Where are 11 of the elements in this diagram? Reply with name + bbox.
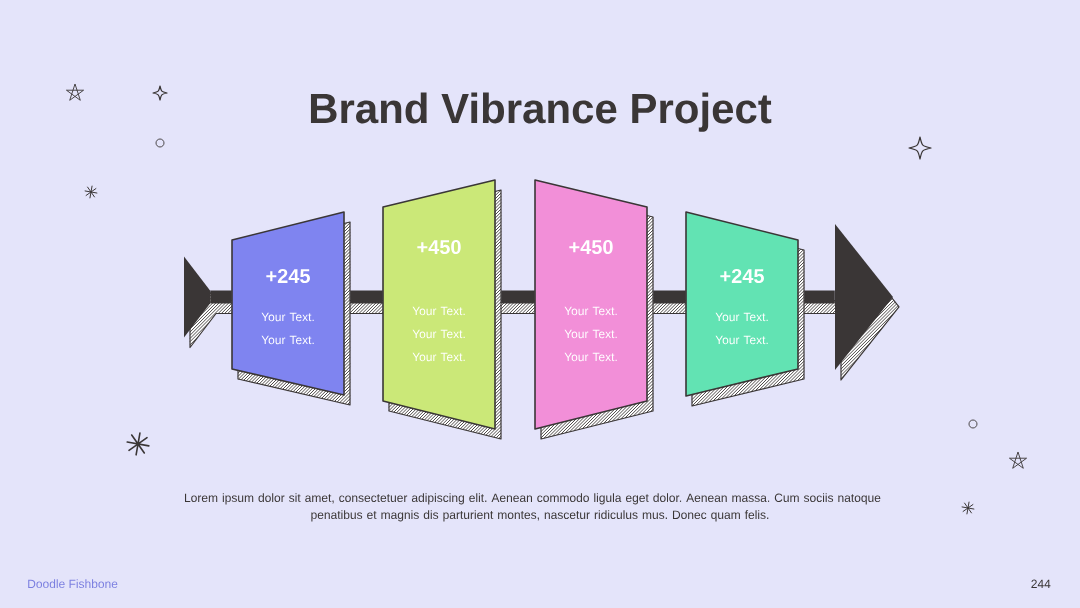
connector-line [653, 290, 686, 304]
footer-text: Doodle Fishbone [28, 579, 118, 589]
title: Brand Vibrance Project [310, 92, 772, 132]
arrowhead [835, 224, 893, 370]
page-number: 244 [1031, 579, 1051, 588]
connector-line [501, 290, 535, 304]
connector-line [210, 290, 232, 304]
connector-line [350, 290, 383, 304]
paragraph: Lorem ipsum dolor sit amet, consectetuer adipiscing elit. Aenean commodo ligula eget dolor. Aenean massa. Cum sociis natoque penatibus et magnis dis parturient montes, nascetur ridiculus mus. Donec quam felis. [185, 493, 881, 522]
connector-line [804, 290, 835, 304]
arrow-tail [184, 256, 211, 338]
